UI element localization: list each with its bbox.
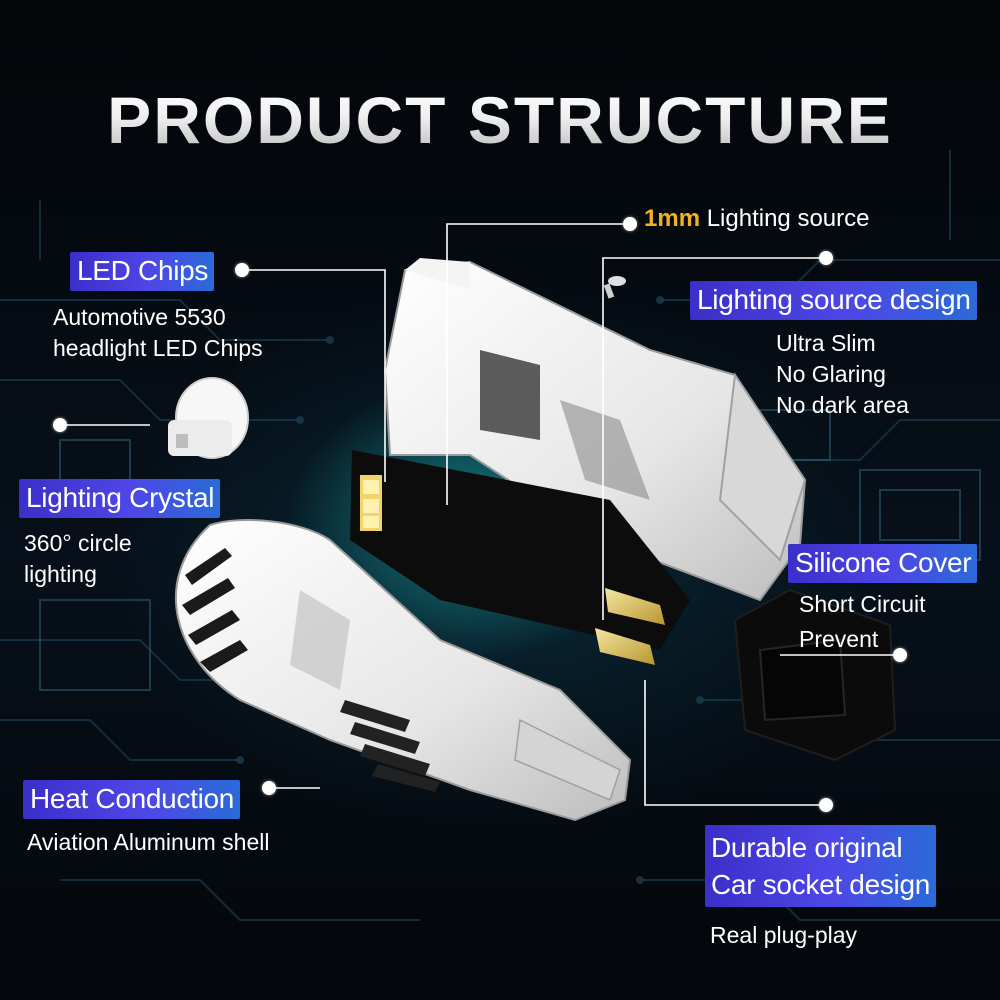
lighting-crystal-line-2: lighting [24,561,97,587]
callout-leader-lines [60,223,900,806]
lighting-source-design-line-2: No Glaring [776,361,886,387]
socket-housing-icon [383,258,807,602]
led-chips-description: Automotive 5530 headlight LED Chips [53,302,263,364]
socket-design-label-line-1: Durable original [711,832,903,863]
lighting-source-design-line-3: No dark area [776,392,909,418]
silicone-cover-line-2: Prevent [799,626,879,652]
led-chips-label: LED Chips [70,252,215,291]
heat-sink-shell-icon [174,519,632,822]
socket-design-line-1: Real plug-play [710,922,858,948]
screw-icon [603,276,626,299]
socket-design-description: Real plug-play [710,920,857,951]
led-board-icon [350,450,690,665]
page-title: PRODUCT STRUCTURE [0,82,1000,158]
socket-design-label-line-2: Car socket design [711,869,931,900]
lighting-crystal-icon [168,377,249,459]
lighting-source-caption: 1mm Lighting source [644,203,869,234]
heat-conduction-label: Heat Conduction [23,780,241,819]
lighting-source-design-line-1: Ultra Slim [776,330,876,356]
callout-dot-heat-conduction [262,781,276,795]
heat-conduction-line-1: Aviation Aluminum shell [27,829,270,855]
lighting-source-design-description: Ultra Slim No Glaring No dark area [776,328,909,421]
callout-dot-led-chips [235,263,249,277]
socket-design-label: Durable original Car socket design [705,825,937,907]
callout-dot-lighting-crystal [53,418,67,432]
lighting-source-text: Lighting source [706,205,870,232]
heat-conduction-description: Aviation Aluminum shell [27,827,269,858]
callout-dot-socket-design [819,798,833,812]
silicone-cover-description: Short Circuit Prevent [799,587,926,657]
silicone-cover-label: Silicone Cover [788,544,978,583]
led-chips-line-1: Automotive 5530 [53,304,226,330]
callout-dot-lighting-source [623,217,637,231]
lighting-crystal-line-1: 360° circle [24,530,132,556]
lighting-source-design-label: Lighting source design [690,281,977,320]
lighting-crystal-label: Lighting Crystal [19,479,221,518]
silicone-cover-line-1: Short Circuit [799,591,926,617]
callout-dot-silicone-cover [893,648,907,662]
lighting-crystal-description: 360° circle lighting [24,528,132,590]
led-chips-line-2: headlight LED Chips [53,335,263,361]
lighting-source-highlight: 1mm [644,205,701,232]
silicone-cover-icon [733,588,897,762]
callout-dot-lighting-source-design [819,251,833,265]
